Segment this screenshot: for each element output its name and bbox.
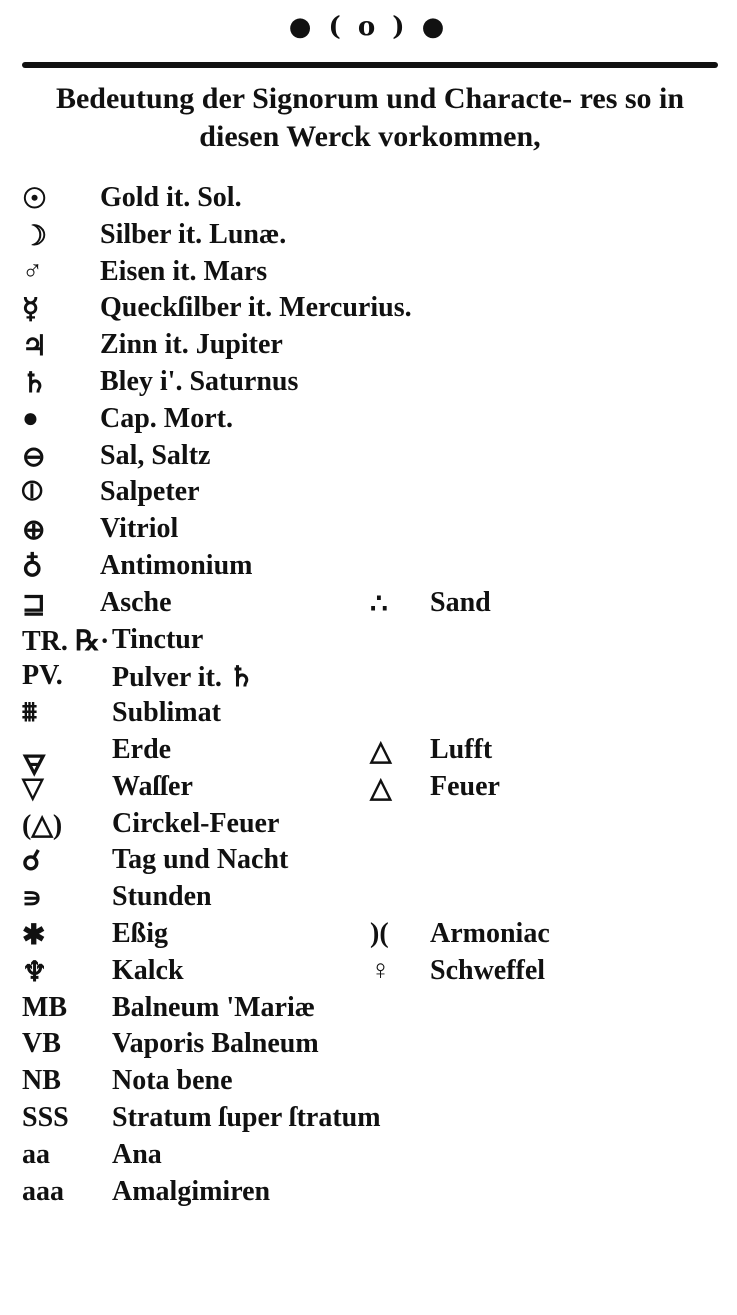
list-item: ♁ Antimonium	[0, 550, 737, 587]
symbol-icon: ♀	[370, 954, 391, 986]
symbol-icon: ⦶	[22, 476, 43, 508]
list-item: ▽ Waſſer △ Feuer	[0, 771, 737, 808]
symbol-icon: ☿	[22, 294, 40, 326]
list-item: MB Balneum 'Mariæ	[0, 992, 737, 1029]
list-item: ⊒ Asche ∴ Sand	[0, 587, 737, 624]
list-item: ⩩ Sublimat	[0, 697, 737, 734]
symbol-icon: ⊕	[22, 515, 46, 547]
symbol-icon: ♃	[22, 331, 48, 363]
entry-label: Waſſer	[112, 770, 193, 802]
list-item: NB Nota bene	[0, 1065, 737, 1102]
symbol-icon: ●	[22, 402, 39, 434]
entry-label: Stratum ſuper ſtratum	[112, 1101, 381, 1133]
entry-label: Sal, Saltz	[100, 439, 211, 471]
list-item: ☉ Gold it. Sol.	[0, 182, 737, 219]
symbol-icon: aaa	[22, 1175, 64, 1207]
entry-label: Ana	[112, 1138, 162, 1170]
list-item: ♂ Eisen it. Mars	[0, 256, 737, 293]
symbol-icon: ♁	[22, 551, 43, 583]
list-item: TR. ℞·Tinctur	[0, 624, 737, 661]
page-title: Bedeutung der Signorum und Characte- res…	[55, 82, 685, 153]
list-item: ☿ Queckſilber it. Mercurius.	[0, 292, 737, 329]
symbol-icon: MB	[22, 991, 68, 1023]
symbol-icon: ☽	[22, 220, 48, 252]
symbol-icon: ☉	[22, 184, 48, 215]
entry-label: Eßig	[112, 917, 169, 949]
entry-label: Cap. Mort.	[100, 402, 233, 434]
symbol-icon: VB	[22, 1028, 61, 1060]
entry-label: Kalck	[112, 954, 184, 986]
entry-label: Balneum 'Mariæ	[112, 991, 315, 1023]
symbol-icon: aa	[22, 1138, 50, 1170]
list-item: ⊖ Sal, Saltz	[0, 440, 737, 477]
entry-label: Eisen it. Mars	[100, 255, 268, 287]
list-item: ☽ Silber it. Lunæ.	[0, 219, 737, 256]
symbol-icon: ⊒	[22, 588, 46, 620]
entry-label: Tinctur	[112, 623, 204, 655]
list-item: ☌ Tag und Nacht	[0, 844, 737, 881]
list-item: ● Cap. Mort.	[0, 403, 737, 440]
page-header-ornament: ● ( o ) ●	[288, 12, 449, 42]
entry-label: Asche	[100, 586, 172, 618]
entry-label: Bley i'. Saturnus	[100, 365, 299, 397]
entry-label: Zinn it. Jupiter	[100, 329, 283, 361]
symbol-icon: ✱	[22, 919, 46, 951]
entry-label: Vaporis Balneum	[112, 1028, 319, 1060]
symbol-icon: NB	[22, 1065, 61, 1097]
list-item: ✱ Eßig )( Armoniac	[0, 918, 737, 955]
symbol-icon: ∴	[370, 588, 388, 620]
list-item: (△) Circkel-Feuer	[0, 808, 737, 845]
list-item: SSS Stratum ſuper ſtratum	[0, 1102, 737, 1139]
entry-label: Antimonium	[100, 549, 253, 581]
entry-label: Queckſilber it. Mercurius.	[100, 292, 412, 324]
symbol-icon: ∍	[22, 883, 43, 915]
symbol-icon: SSS	[22, 1101, 69, 1133]
list-item: VB Vaporis Balneum	[0, 1028, 737, 1065]
entry-label: Vitriol	[100, 513, 179, 545]
list-item: ∍ Stunden	[0, 881, 737, 918]
symbol-icon: (△)	[22, 809, 63, 841]
symbol-icon: )(	[370, 917, 389, 949]
entry-label: Silber it. Lunæ.	[100, 218, 287, 250]
symbol-icon: ☌	[22, 846, 41, 878]
symbol-icon: ♄	[22, 367, 48, 399]
list-item: PV. Pulver it. ♄	[0, 660, 737, 697]
header-rule	[22, 62, 718, 68]
entry-label: Sublimat	[112, 697, 221, 729]
symbol-icon: ⊖	[22, 441, 46, 473]
entry-label: Circkel-Feuer	[112, 807, 280, 839]
symbol-icon: △	[370, 772, 392, 804]
symbol-icon: ♂	[22, 255, 43, 287]
symbol-list: ☉ Gold it. Sol. ☽ Silber it. Lunæ. ♂ Eisen it…	[0, 182, 737, 1212]
symbol-icon: PV.	[22, 660, 63, 692]
list-item: ⊕ Vitriol	[0, 513, 737, 550]
entry-label: Tag und Nacht	[112, 844, 289, 876]
symbol-icon: 🜃	[22, 750, 47, 782]
entry-label: Pulver it. ♄	[112, 662, 255, 694]
entry-label: Salpeter	[100, 476, 200, 508]
entry-label: Gold it. Sol.	[100, 182, 242, 213]
entry-label: Schweffel	[430, 954, 546, 986]
list-item: aaa Amalgimiren	[0, 1176, 737, 1213]
entry-label: Stunden	[112, 881, 212, 913]
entry-label: Feuer	[430, 770, 500, 802]
symbol-icon: ⩩	[22, 697, 37, 729]
entry-label: Amalgimiren	[112, 1175, 271, 1207]
list-item: ♄ Bley i'. Saturnus	[0, 366, 737, 403]
list-item: ⦶ Salpeter	[0, 476, 737, 513]
entry-label: Erde	[112, 733, 172, 765]
entry-label: Sand	[430, 586, 491, 618]
symbol-icon: TR. ℞·	[22, 625, 110, 657]
list-item: aa Ana	[0, 1139, 737, 1176]
list-item: 🜃 Erde △ Lufft	[0, 733, 737, 782]
symbol-icon: ▽	[22, 772, 44, 804]
symbol-icon: ♆	[22, 956, 48, 988]
entry-label: Lufft	[430, 733, 493, 765]
entry-label: Armoniac	[430, 917, 550, 949]
entry-label: Nota bene	[112, 1065, 233, 1097]
symbol-icon: △	[370, 735, 392, 767]
list-item: ♆ Kalck ♀ Schweffel	[0, 955, 737, 992]
list-item: ♃ Zinn it. Jupiter	[0, 329, 737, 366]
